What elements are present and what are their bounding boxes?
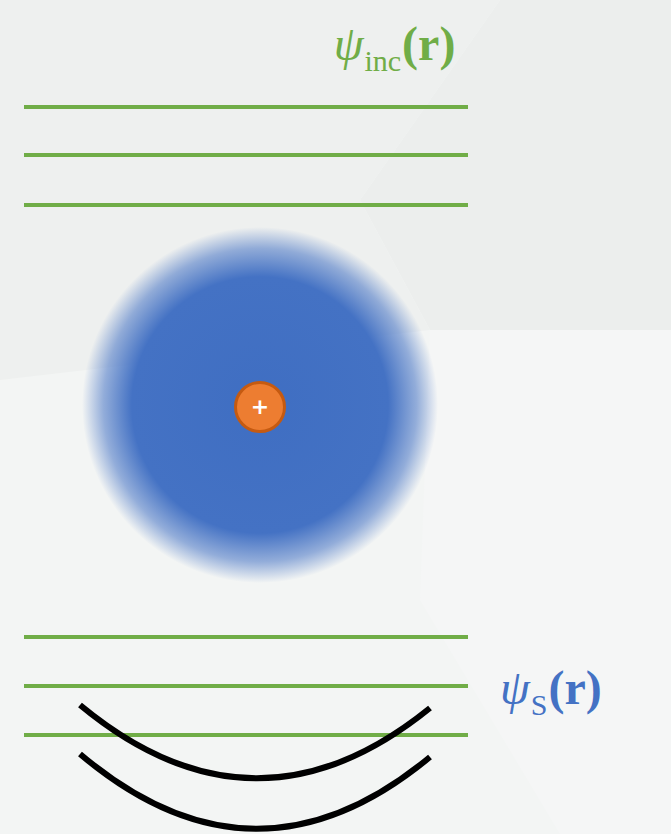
- scattered-wavefronts: [80, 705, 430, 829]
- wave-subscript: S: [531, 690, 548, 720]
- wave-symbol: ψ: [500, 664, 530, 712]
- wave-subscript: inc: [364, 46, 401, 76]
- transmitted-wavefronts: [24, 637, 468, 735]
- charge-sign: +: [251, 396, 269, 418]
- incident-wavefronts: [24, 107, 468, 205]
- nucleus-circle: +: [234, 381, 286, 433]
- wave-symbol: ψ: [334, 20, 364, 68]
- wave-argument: (r): [549, 664, 602, 712]
- electron-cloud: [82, 227, 438, 583]
- wave-argument: (r): [402, 20, 455, 68]
